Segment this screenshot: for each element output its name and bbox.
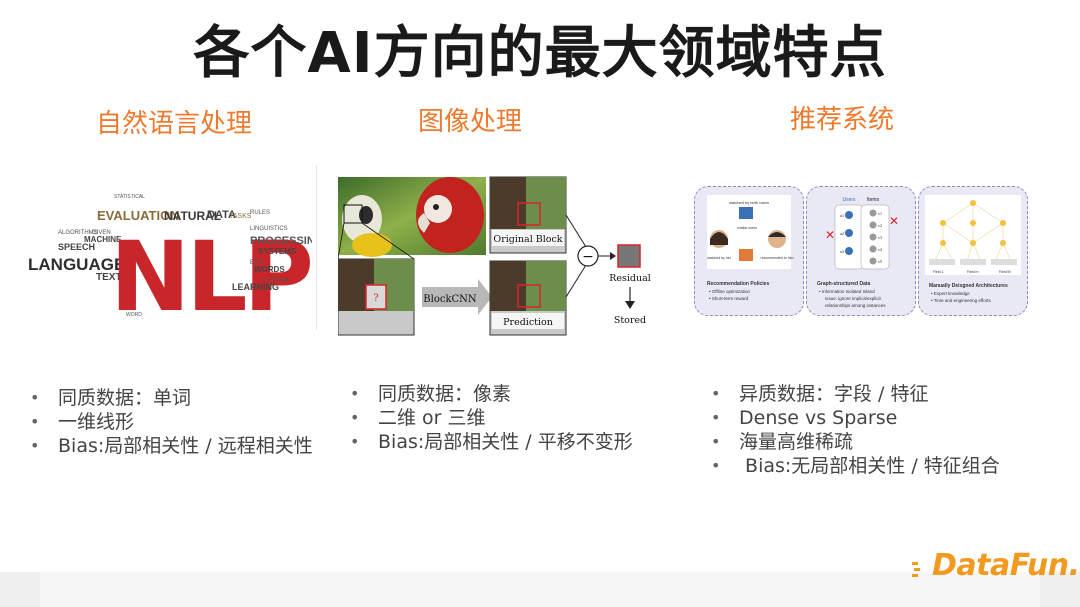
cloud-word: STATISTICAL (114, 194, 145, 200)
svg-text:watched by her: watched by her (707, 256, 732, 260)
svg-text:Manually Deisgned Architecture: Manually Deisgned Architectures (929, 283, 1008, 289)
rec-panel-graph: Users Items u1 u2 u3 v1 v2 v3 v4 v5 ✕ ✕ … (806, 186, 916, 316)
blockcnn-diagram: ? BlockCNN Original Block Prediction − R… (338, 176, 651, 336)
bullet-item: 一维线形 (28, 410, 313, 434)
cloud-word: RULES (250, 210, 270, 216)
original-block: Original Block (489, 176, 567, 254)
svg-text:v3: v3 (878, 235, 882, 240)
cloud-word: SPEECH (58, 242, 95, 252)
svg-text:Prediction: Prediction (503, 317, 553, 328)
bullet-item: 海量高维稀疏 (709, 430, 1000, 454)
svg-text:Field M: Field M (999, 270, 1011, 274)
bullet-item: 同质数据：像素 (348, 382, 633, 406)
svg-text:Graph-structured Data: Graph-structured Data (817, 281, 871, 287)
cloud-nlp-big: NLP (110, 221, 311, 326)
svg-text:• Short-term reward: • Short-term reward (709, 296, 749, 301)
cloud-word: EVALUATION (97, 208, 180, 223)
svg-text:u1: u1 (840, 213, 844, 218)
cloud-word: LANGUAGE (28, 255, 125, 274)
cloud-word: SYSTEMS (258, 247, 297, 256)
svg-text:• Information Isolated Island: • Information Isolated Island (819, 289, 875, 294)
svg-text:v5: v5 (878, 259, 882, 264)
cloud-word: LINGUISTICS (250, 226, 288, 232)
svg-text:v1: v1 (878, 211, 882, 216)
cloud-word: TASKS (229, 213, 252, 220)
svg-text:u3: u3 (840, 249, 844, 254)
footer-inner (40, 572, 1040, 607)
svg-text:Field m: Field m (967, 270, 979, 274)
bullet-item: Bias:无局部相关性 / 特征组合 (709, 454, 1000, 478)
cloud-word: WORDS (254, 265, 285, 274)
svg-text:• Offline optimization: • Offline optimization (709, 289, 751, 294)
svg-text:BlockCNN: BlockCNN (423, 294, 477, 305)
heading-nlp: 自然语言处理 (96, 109, 253, 139)
svg-text:Residual: Residual (609, 273, 651, 284)
svg-text:✕: ✕ (825, 228, 835, 242)
datafun-logo: DataFun. (932, 548, 1080, 583)
svg-text:Users: Users (842, 197, 856, 203)
cloud-word: GIVEN (92, 230, 111, 236)
svg-text:✕: ✕ (889, 214, 899, 228)
rec-panel-policies: watched by both users similar users watc… (694, 186, 804, 316)
bullet-item: 二维 or 三维 (348, 406, 633, 430)
bullet-item: Bias:局部相关性 / 远程相关性 (28, 434, 313, 458)
logo-mark-icon (912, 562, 920, 577)
bullets-nlp: 同质数据：单词 一维线形 Bias:局部相关性 / 远程相关性 (28, 386, 313, 458)
slide-title: 各个AI方向的最大领域特点 (193, 21, 887, 86)
cloud-word: LEARNING (232, 282, 279, 292)
column-divider (316, 165, 317, 330)
svg-text:Issue: ignore implicit/explici: Issue: ignore implicit/explicit (825, 296, 882, 301)
bullet-item: Bias:局部相关性 / 平移不变形 (348, 430, 633, 454)
svg-text:similar users: similar users (737, 226, 757, 230)
residual-block (617, 244, 641, 268)
svg-text:Stored: Stored (614, 315, 646, 326)
heading-image-processing: 图像处理 (418, 107, 523, 137)
svg-text:−: − (582, 249, 594, 265)
cloud-word: EDIT (250, 260, 264, 266)
bullets-image: 同质数据：像素 二维 or 三维 Bias:局部相关性 / 平移不变形 (348, 382, 633, 454)
cloud-word: NATURAL (164, 209, 221, 223)
nlp-word-cloud: STATISTICAL EVALUATION NATURAL DATA TASK… (28, 194, 312, 326)
svg-text:?: ? (373, 293, 378, 304)
prediction-block: Prediction (489, 260, 567, 336)
svg-text:v2: v2 (878, 223, 882, 228)
svg-text:relationships among instances: relationships among instances (825, 303, 886, 308)
svg-text:watched by both users: watched by both users (729, 200, 769, 205)
cloud-word: MACHINE (84, 235, 122, 244)
cloud-word: ALGORITHMS (58, 230, 98, 236)
parrot-image (338, 177, 486, 257)
bullet-item: 异质数据：字段 / 特征 (709, 382, 1000, 406)
cloud-word: TEXT (96, 272, 122, 283)
cloud-word: SYSTEM (264, 278, 289, 284)
bullet-item: 同质数据：单词 (28, 386, 313, 410)
cloud-word: PROCESSING (250, 235, 312, 247)
svg-text:v4: v4 (878, 247, 882, 252)
blockcnn-arrow: BlockCNN (422, 279, 492, 315)
bullets-recommender: 异质数据：字段 / 特征 Dense vs Sparse 海量高维稀疏 Bias… (709, 382, 1000, 478)
svg-text:u2: u2 (840, 231, 844, 236)
svg-text:recommended to him: recommended to him (761, 256, 794, 260)
cloud-word: DATA (207, 209, 236, 221)
bullet-item: Dense vs Sparse (709, 406, 1000, 430)
cloud-word: WORD (126, 312, 142, 318)
svg-text:Items: Items (867, 197, 880, 203)
svg-text:Original Block: Original Block (493, 234, 562, 245)
svg-text:Field 1: Field 1 (933, 270, 944, 274)
svg-text:Recommendation Policies: Recommendation Policies (707, 281, 769, 287)
svg-text:• Time and engineering effort: • Time and engineering efforts (931, 298, 992, 303)
rec-panel-architectures: Field 1 Field m Field M Manually Deisgne… (918, 186, 1028, 316)
heading-recommender: 推荐系统 (790, 105, 895, 135)
input-block: ? (338, 258, 415, 336)
svg-text:• Expert knowledge: • Expert knowledge (931, 291, 970, 296)
